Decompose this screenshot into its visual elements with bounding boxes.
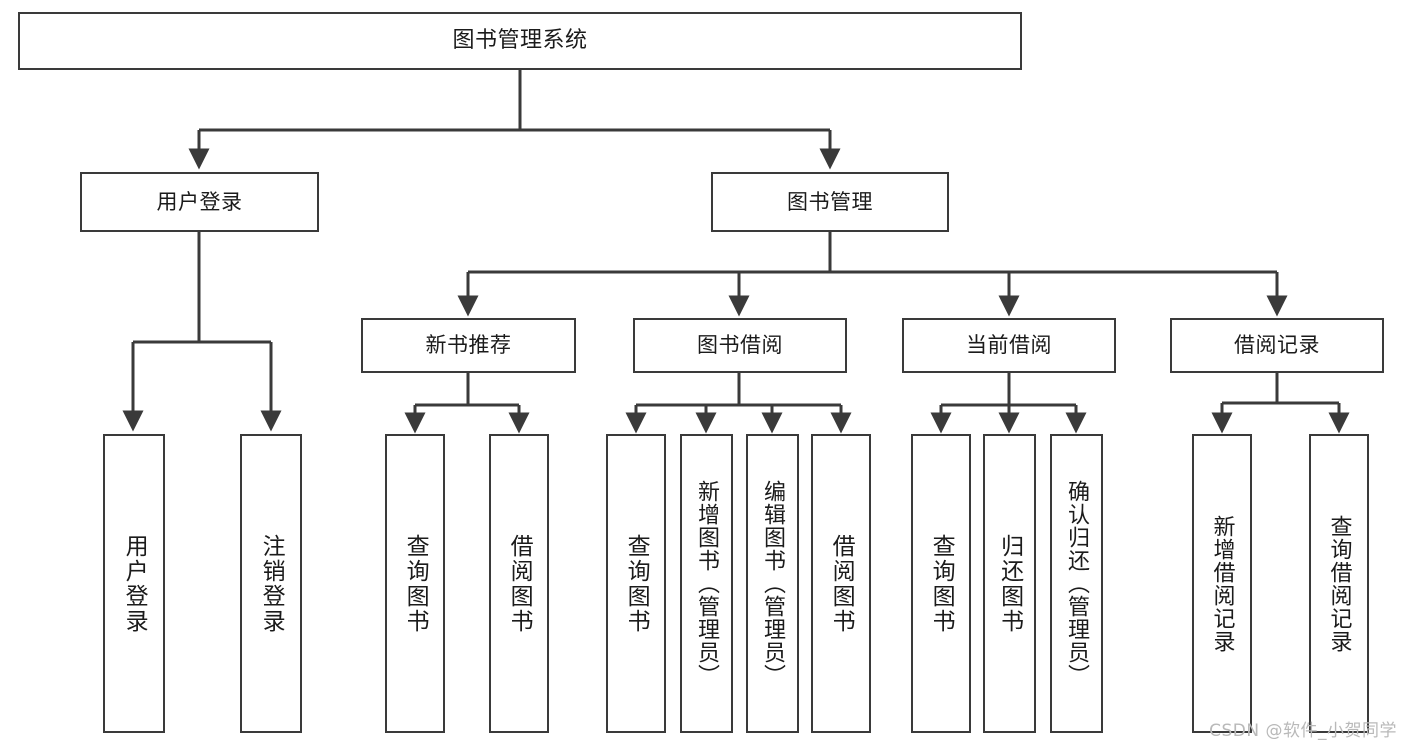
node-label: 查询图书 — [623, 533, 650, 634]
node-label: 图书借阅 — [697, 333, 783, 358]
leaf-user-login[interactable]: 用户登录 — [103, 434, 165, 733]
node-new-book-recommend[interactable]: 新书推荐 — [361, 318, 576, 373]
node-label: 注销登录 — [258, 533, 285, 634]
leaf-return-book[interactable]: 归还图书 — [983, 434, 1036, 733]
leaf-add-book-admin[interactable]: 新增图书（管理员） — [680, 434, 733, 733]
node-label: 用户登录 — [156, 189, 243, 214]
node-label: 图书管理 — [787, 189, 873, 214]
leaf-add-borrow-record[interactable]: 新增借阅记录 — [1192, 434, 1252, 733]
node-label: 查询图书 — [928, 533, 955, 634]
leaf-borrow-book[interactable]: 借阅图书 — [811, 434, 871, 733]
leaf-edit-book-admin[interactable]: 编辑图书（管理员） — [746, 434, 799, 733]
node-label: 归还图书 — [996, 533, 1023, 634]
leaf-borrow-book-recommend[interactable]: 借阅图书 — [489, 434, 549, 733]
leaf-logout-login[interactable]: 注销登录 — [240, 434, 302, 733]
node-user-login[interactable]: 用户登录 — [80, 172, 319, 232]
node-root-book-management-system[interactable]: 图书管理系统 — [18, 12, 1022, 70]
node-current-borrow[interactable]: 当前借阅 — [902, 318, 1116, 373]
node-borrow-record[interactable]: 借阅记录 — [1170, 318, 1384, 373]
leaf-confirm-return-admin[interactable]: 确认归还（管理员） — [1050, 434, 1103, 733]
node-label: 查询图书 — [402, 533, 429, 634]
node-label: 当前借阅 — [966, 333, 1052, 358]
leaf-query-book-current[interactable]: 查询图书 — [911, 434, 971, 733]
node-label: 借阅图书 — [828, 533, 855, 634]
node-book-management[interactable]: 图书管理 — [711, 172, 949, 232]
node-book-borrow[interactable]: 图书借阅 — [633, 318, 847, 373]
node-label: 编辑图书（管理员） — [760, 480, 786, 687]
node-label: 新增借阅记录 — [1209, 514, 1235, 653]
csdn-watermark: CSDN @软件_小贺同学 — [1209, 721, 1397, 741]
node-label: 新增图书（管理员） — [694, 480, 720, 687]
node-label: 图书管理系统 — [452, 28, 588, 54]
node-label: 借阅记录 — [1234, 333, 1320, 358]
leaf-query-borrow-record[interactable]: 查询借阅记录 — [1309, 434, 1369, 733]
node-label: 借阅图书 — [506, 533, 533, 634]
node-label: 查询借阅记录 — [1326, 514, 1352, 653]
node-label: 确认归还（管理员） — [1064, 480, 1090, 687]
leaf-query-book-borrow[interactable]: 查询图书 — [606, 434, 666, 733]
node-label: 新书推荐 — [425, 333, 512, 358]
node-label: 用户登录 — [121, 533, 148, 634]
leaf-query-book-recommend[interactable]: 查询图书 — [385, 434, 445, 733]
